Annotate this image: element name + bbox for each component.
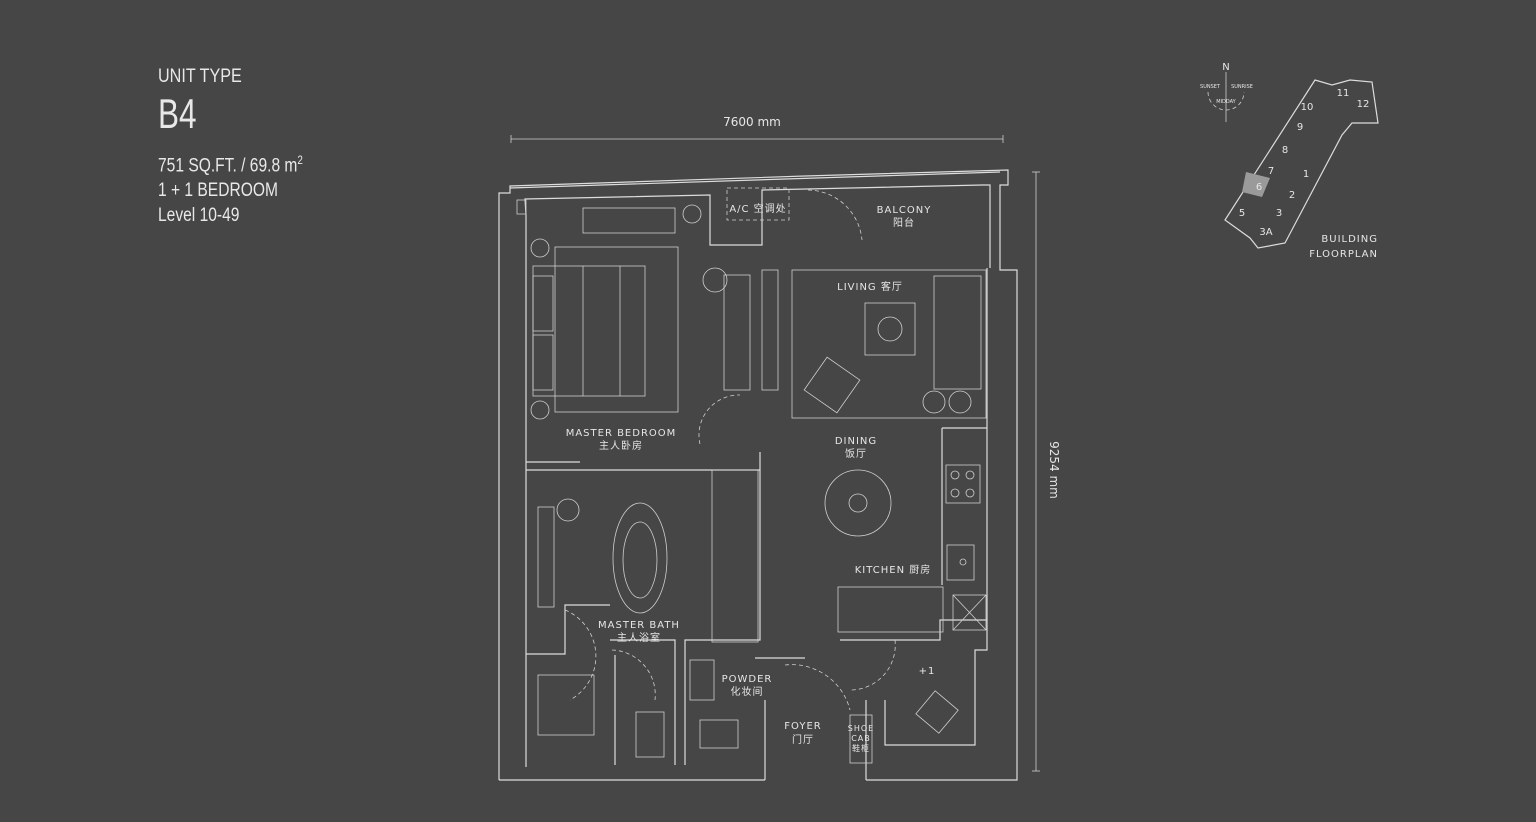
area-sup: 2 bbox=[297, 153, 303, 167]
unit-3a: 3A bbox=[1259, 227, 1272, 238]
floorplan-title: FLOORPLAN bbox=[1309, 249, 1378, 260]
compass-sunrise: SUNRISE bbox=[1231, 84, 1253, 90]
label-foyer-cn: 门厅 bbox=[792, 733, 814, 746]
unit-5: 5 bbox=[1239, 208, 1245, 219]
unit-area: 751 SQ.FT. / 69.8 m2 bbox=[158, 148, 303, 178]
label-powder-cn: 化妆间 bbox=[731, 685, 764, 698]
label-plus-one: +1 bbox=[919, 666, 936, 677]
unit-code: B4 bbox=[158, 90, 197, 137]
compass-north: N bbox=[1222, 62, 1229, 73]
label-master-bedroom-cn: 主人卧房 bbox=[599, 439, 643, 452]
outer-walls bbox=[498, 169, 1018, 781]
compass-icon: N SUNSET SUNRISE MIDDAY bbox=[1200, 62, 1253, 122]
unit-3: 3 bbox=[1276, 208, 1282, 219]
label-dining: DINING bbox=[835, 436, 877, 447]
unit-10: 10 bbox=[1301, 102, 1314, 113]
unit-info: UNIT TYPE B4 751 SQ.FT. / 69.8 m2 1 + 1 … bbox=[158, 66, 335, 228]
compass-midday: MIDDAY bbox=[1216, 99, 1236, 105]
unit-11: 11 bbox=[1337, 88, 1350, 99]
unit-levels: Level 10-49 bbox=[158, 205, 240, 227]
label-balcony-cn: 阳台 bbox=[893, 216, 915, 229]
unit-6: 6 bbox=[1256, 182, 1262, 193]
unit-12: 12 bbox=[1357, 99, 1370, 110]
building-key-plan: 10 11 12 9 8 7 6 1 2 3 5 3A BUILDING FLO… bbox=[1224, 79, 1379, 260]
label-master-bedroom: MASTER BEDROOM bbox=[566, 428, 677, 439]
unit-type-label: UNIT TYPE bbox=[158, 66, 242, 87]
label-powder: POWDER bbox=[722, 674, 773, 685]
label-shoe: SHOE bbox=[848, 724, 874, 733]
label-master-bath: MASTER BATH bbox=[598, 620, 680, 631]
width-dimension: 7600 mm bbox=[510, 115, 1004, 143]
label-shoe-cn: 鞋柜 bbox=[852, 743, 870, 753]
area-text: 751 SQ.FT. / 69.8 m bbox=[158, 155, 298, 177]
label-master-bath-cn: 主人浴室 bbox=[617, 631, 661, 644]
depth-label: 9254 mm bbox=[1047, 441, 1061, 499]
building-title: BUILDING bbox=[1321, 234, 1378, 245]
unit-9: 9 bbox=[1297, 122, 1303, 133]
unit-2: 2 bbox=[1289, 190, 1295, 201]
width-label: 7600 mm bbox=[723, 115, 781, 129]
unit-1: 1 bbox=[1303, 169, 1309, 180]
label-foyer: FOYER bbox=[784, 721, 821, 732]
label-balcony: BALCONY bbox=[877, 205, 932, 216]
living-dining-furniture bbox=[537, 269, 987, 764]
label-kitchen: KITCHEN 厨房 bbox=[855, 563, 932, 576]
label-cab: CAB bbox=[851, 734, 871, 743]
unit-8: 8 bbox=[1282, 145, 1288, 156]
label-dining-cn: 饭厅 bbox=[845, 448, 867, 460]
compass-sunset: SUNSET bbox=[1200, 84, 1221, 90]
bedroom-furniture bbox=[530, 187, 863, 445]
depth-dimension: 9254 mm bbox=[1032, 171, 1061, 772]
unit-bedrooms: 1 + 1 BEDROOM bbox=[158, 180, 278, 202]
label-living: LIVING 客厅 bbox=[837, 280, 903, 293]
label-ac: A/C 空调处 bbox=[729, 202, 786, 215]
unit-7: 7 bbox=[1268, 166, 1274, 177]
